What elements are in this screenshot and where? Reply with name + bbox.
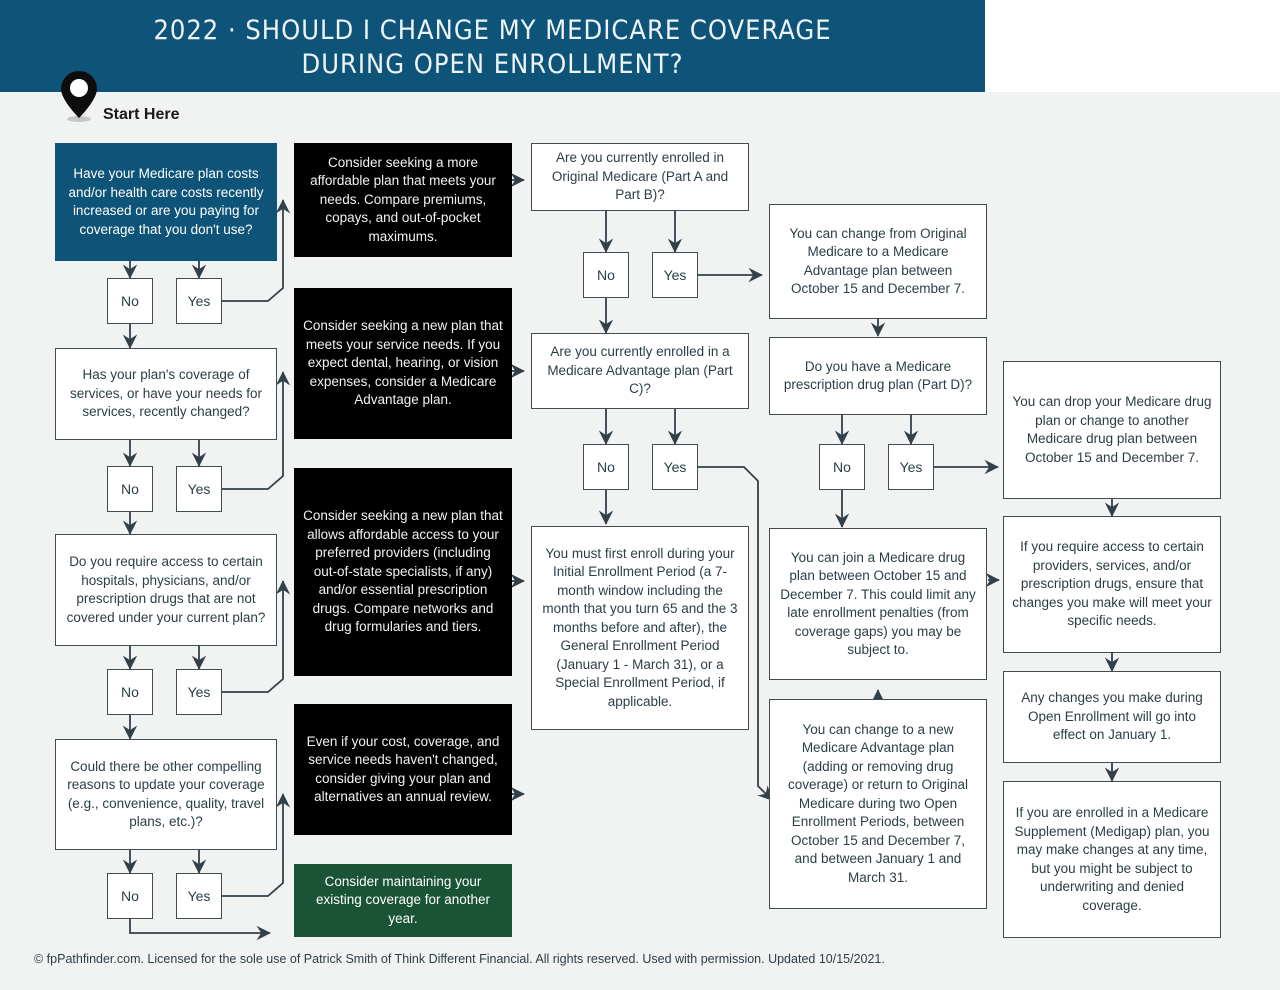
question-box-provider-access: Do you require access to certain hospita… <box>55 534 277 646</box>
advice-box-service-needs: Consider seeking a new plan that meets y… <box>294 288 512 439</box>
advice-box-change-advantage-plan: You can change to a new Medicare Advanta… <box>769 699 987 909</box>
advice-box-preferred-providers: Consider seeking a new plan that allows … <box>294 468 512 676</box>
page-title-line1: 2022 · SHOULD I CHANGE MY MEDICARE COVER… <box>153 15 832 46</box>
question-box-other-reasons: Could there be other compelling reasons … <box>55 739 277 850</box>
footer-disclaimer: © fpPathfinder.com. Licensed for the sol… <box>34 952 885 966</box>
question-box-original-medicare: Are you currently enrolled in Original M… <box>531 143 749 211</box>
question-box-part-d: Do you have a Medicare prescription drug… <box>769 337 987 415</box>
choice-no-q7[interactable]: No <box>819 444 865 490</box>
choice-yes-q2[interactable]: Yes <box>176 466 222 512</box>
advice-box-join-drug-plan: You can join a Medicare drug plan betwee… <box>769 528 987 680</box>
advice-box-drop-drug-plan: You can drop your Medicare drug plan or … <box>1003 361 1221 499</box>
advice-box-initial-enrollment: You must first enroll during your Initia… <box>531 526 749 730</box>
choice-yes-q1[interactable]: Yes <box>176 278 222 324</box>
map-pin-icon <box>61 71 97 122</box>
advice-box-change-to-advantage: You can change from Original Medicare to… <box>769 204 987 319</box>
question-box-plan-costs: Have your Medicare plan costs and/or hea… <box>55 143 277 261</box>
logo-area: thinkDifferent LEGAL GROUP <box>985 0 1280 92</box>
choice-no-q1[interactable]: No <box>107 278 153 324</box>
choice-no-q5[interactable]: No <box>583 252 629 298</box>
choice-yes-q5[interactable]: Yes <box>652 252 698 298</box>
advice-box-maintain-coverage: Consider maintaining your existing cover… <box>294 864 512 937</box>
advice-box-medigap: If you are enrolled in a Medicare Supple… <box>1003 781 1221 938</box>
choice-yes-q3[interactable]: Yes <box>176 669 222 715</box>
question-box-coverage-changed: Has your plan's coverage of services, or… <box>55 348 277 440</box>
choice-no-q6[interactable]: No <box>583 444 629 490</box>
page-title: 2022 · SHOULD I CHANGE MY MEDICARE COVER… <box>0 14 985 82</box>
choice-yes-q6[interactable]: Yes <box>652 444 698 490</box>
page-title-line2: DURING OPEN ENROLLMENT? <box>301 49 684 80</box>
advice-box-affordable-plan: Consider seeking a more affordable plan … <box>294 143 512 257</box>
advice-box-specific-needs: If you require access to certain provide… <box>1003 516 1221 653</box>
advice-box-effective-january: Any changes you make during Open Enrollm… <box>1003 671 1221 763</box>
choice-no-q4[interactable]: No <box>107 873 153 919</box>
page-header <box>0 0 985 92</box>
start-here-label: Start Here <box>103 106 180 123</box>
choice-no-q3[interactable]: No <box>107 669 153 715</box>
choice-yes-q7[interactable]: Yes <box>888 444 934 490</box>
choice-no-q2[interactable]: No <box>107 466 153 512</box>
choice-yes-q4[interactable]: Yes <box>176 873 222 919</box>
question-box-medicare-advantage: Are you currently enrolled in a Medicare… <box>531 333 749 409</box>
advice-box-annual-review: Even if your cost, coverage, and service… <box>294 704 512 835</box>
